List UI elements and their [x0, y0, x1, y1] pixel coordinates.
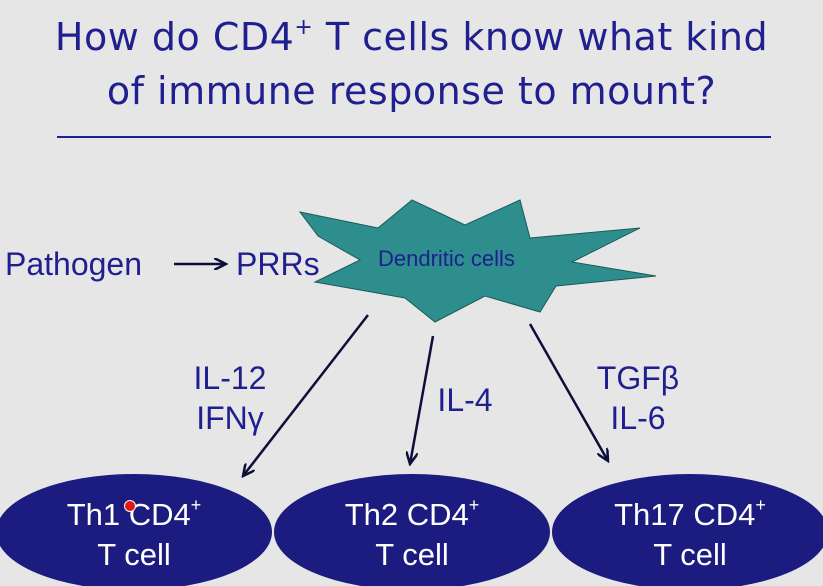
title-line-2: of immune response to mount?: [106, 69, 717, 113]
cytokines-th17: TGFβ IL-6: [580, 358, 696, 438]
cytokine-ifng: IFNγ: [196, 400, 264, 436]
pathogen-label: Pathogen: [5, 246, 143, 282]
dendritic-cell-starburst: [298, 199, 657, 323]
title-divider: [57, 136, 771, 138]
laser-pointer-dot: [124, 500, 136, 512]
cytokines-th2: IL-4: [430, 380, 500, 420]
cytokines-th1: IL-12 IFNγ: [176, 358, 284, 438]
cytokine-il4: IL-4: [437, 382, 493, 418]
cytokine-il12: IL-12: [193, 360, 267, 396]
th17-cell-label: Th17 CD4+ T cell: [614, 495, 766, 572]
title-line-1: How do CD4+ T cells know what kind: [54, 15, 769, 59]
th1-cell-label: Th1 CD4+ T cell: [66, 495, 202, 572]
cytokine-tgfb: TGFβ: [596, 360, 680, 396]
th17-cell-ellipse: [552, 474, 823, 586]
arrow-to-th17: [528, 323, 608, 461]
arrow-to-th1: [243, 314, 369, 476]
cytokine-il6: IL-6: [610, 400, 666, 436]
th1-cell-ellipse: [0, 474, 272, 586]
dendritic-cells-label: Dendritic cells: [378, 246, 515, 271]
arrow-to-th2: [410, 335, 435, 464]
th2-cell-label: Th2 CD4+ T cell: [344, 495, 480, 572]
prrs-label: PRRs: [236, 246, 320, 282]
th2-cell-ellipse: [274, 474, 550, 586]
slide-title: How do CD4+ T cells know what kind of im…: [0, 10, 823, 118]
